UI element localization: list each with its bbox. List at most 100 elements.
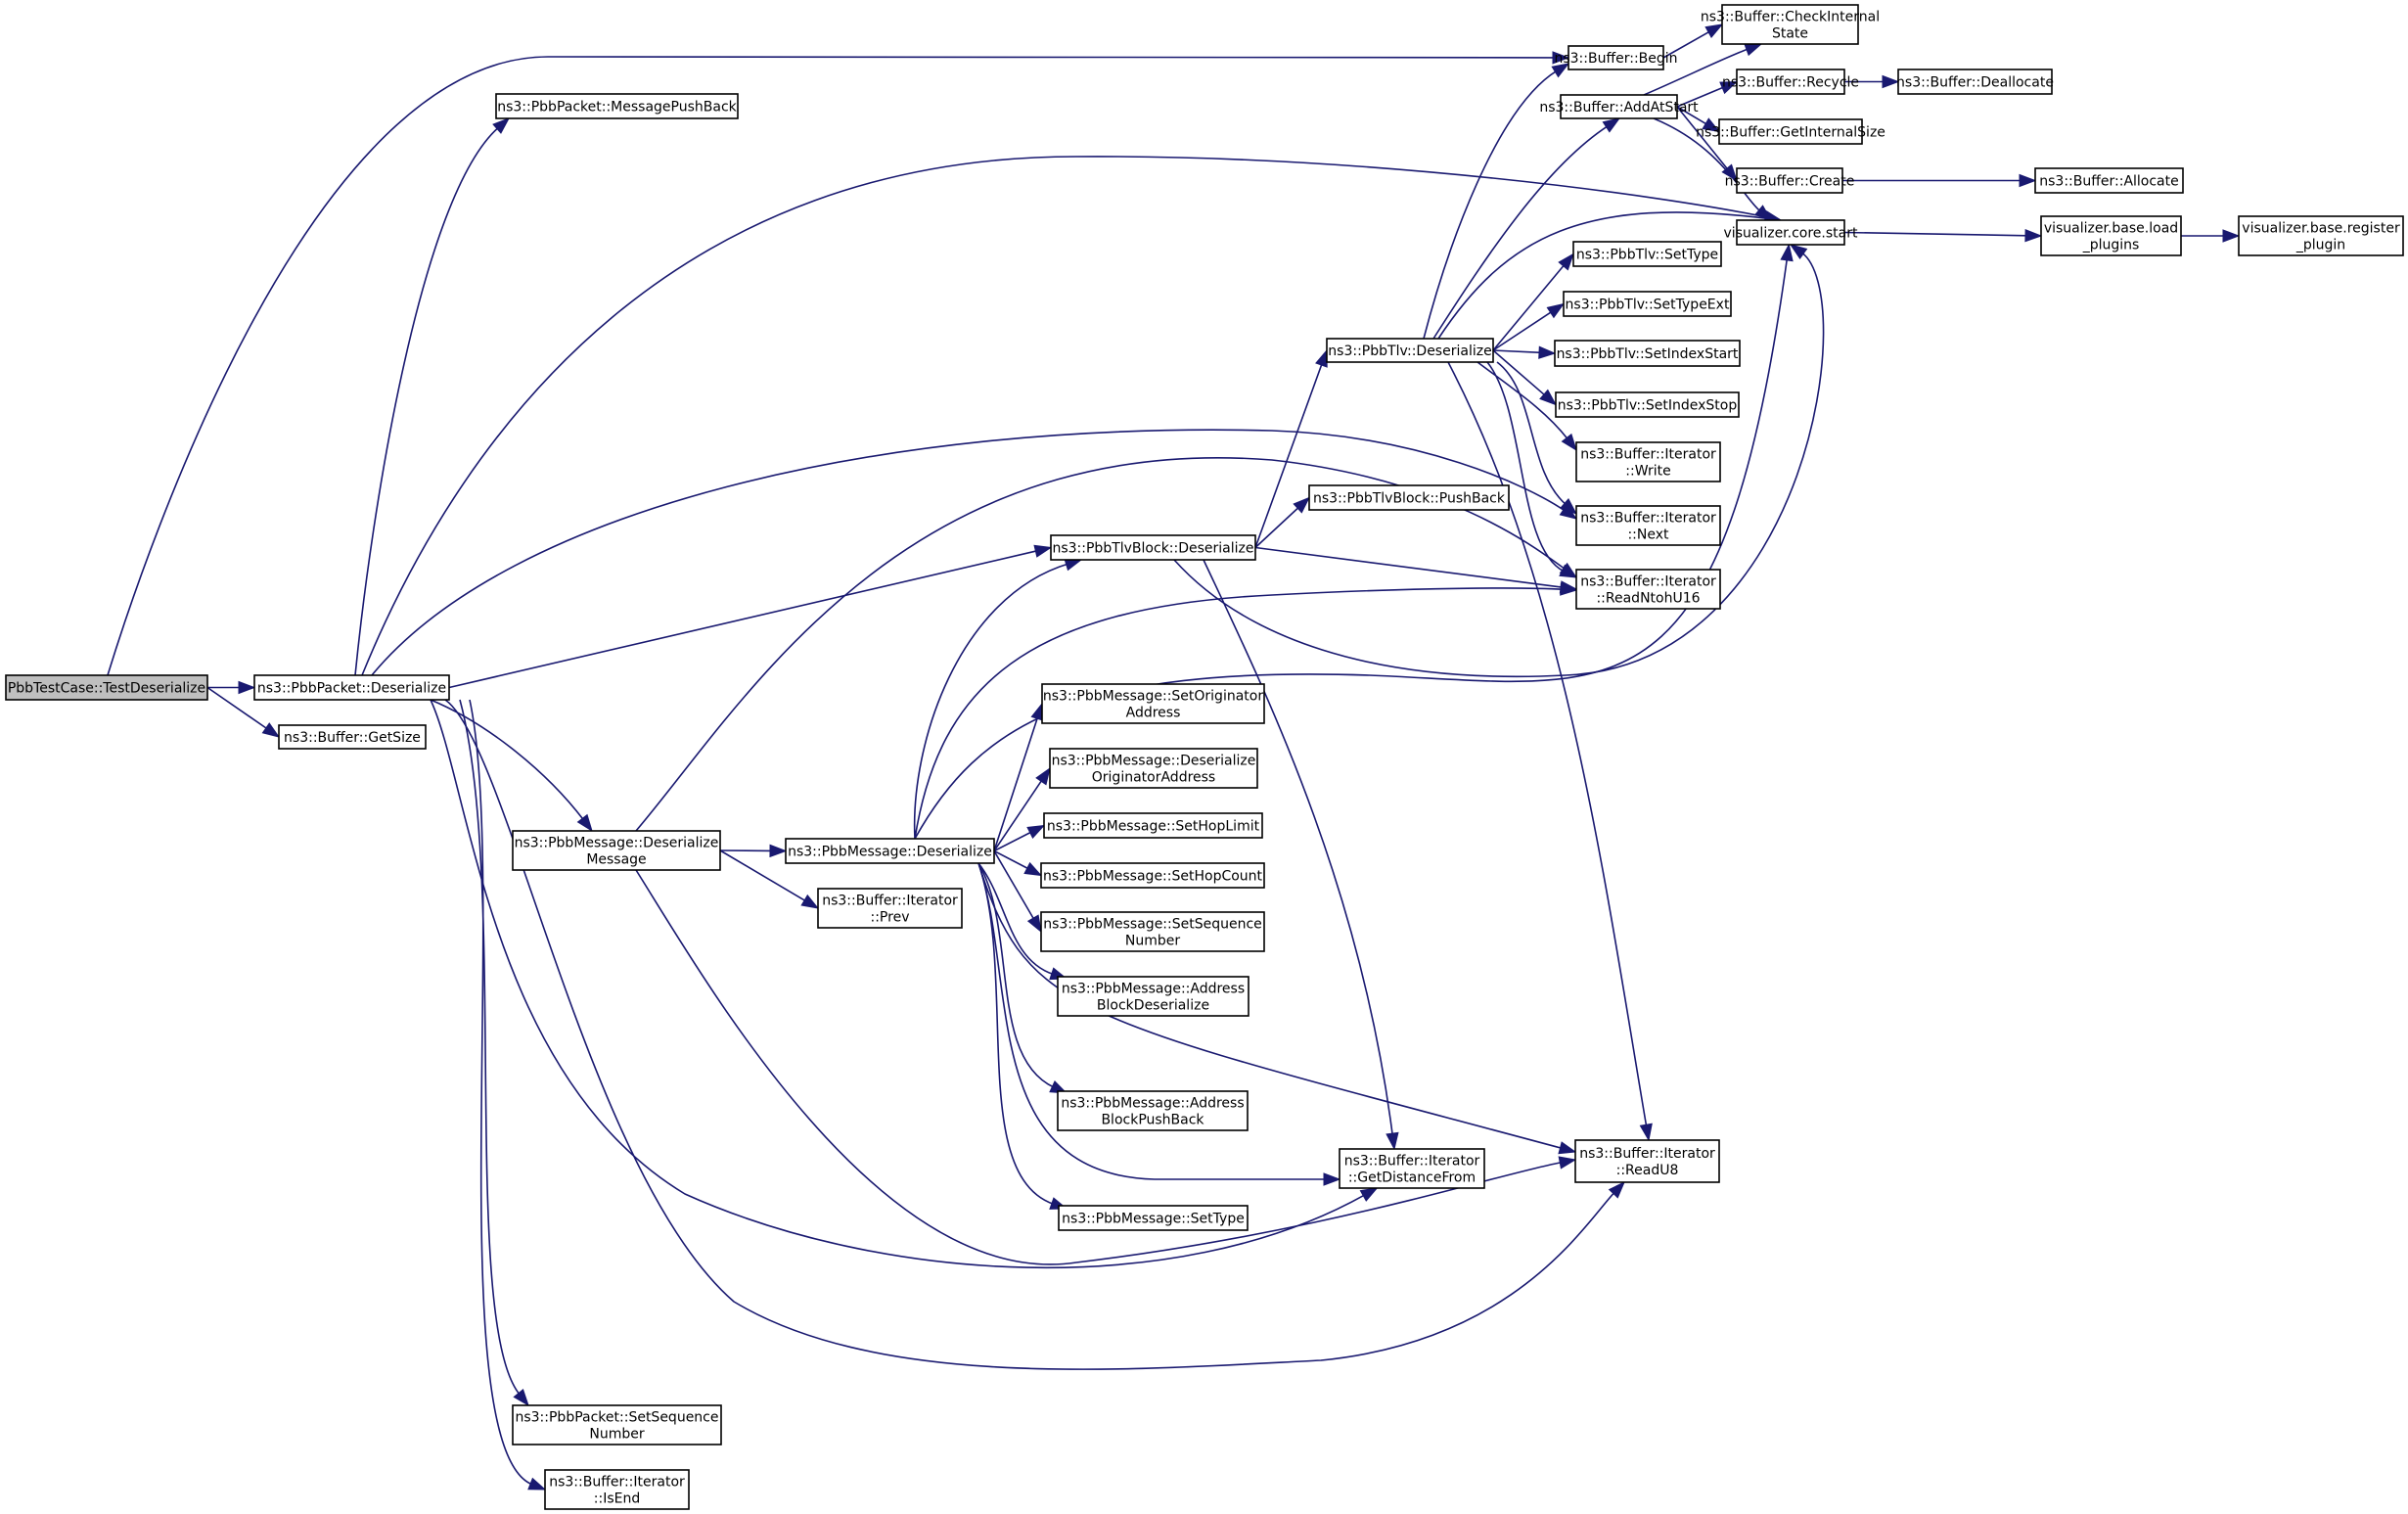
edge-line — [914, 257, 1789, 840]
node-box[interactable] — [1040, 862, 1265, 889]
node-vis_start[interactable]: visualizer.core.start — [1724, 219, 1858, 246]
node-box[interactable] — [1058, 1205, 1249, 1231]
edge-tlv_deser-to-next — [1496, 361, 1578, 515]
node-box[interactable] — [1567, 45, 1664, 70]
edge-deser_msg-to-prev — [719, 849, 820, 909]
node-box[interactable] — [544, 1469, 690, 1510]
node-box[interactable] — [785, 838, 995, 864]
node-sethoplimit[interactable]: ns3::PbbMessage::SetHopLimit — [1043, 812, 1263, 839]
arrowhead-icon — [1293, 496, 1311, 514]
node-box[interactable] — [1897, 69, 2053, 95]
node-box[interactable] — [1041, 683, 1265, 724]
node-box[interactable] — [1736, 167, 1843, 194]
node-box[interactable] — [1049, 748, 1258, 789]
edge-line — [1492, 349, 1546, 396]
node-box[interactable] — [1721, 4, 1859, 45]
node-tlv_settypeext[interactable]: ns3::PbbTlv::SetTypeExt — [1563, 291, 1732, 317]
node-next[interactable]: ns3::Buffer::Iterator::Next — [1575, 505, 1721, 546]
node-getsize[interactable]: ns3::Buffer::GetSize — [278, 724, 427, 750]
node-write[interactable]: ns3::Buffer::Iterator::Write — [1575, 441, 1721, 482]
node-box[interactable] — [1057, 976, 1249, 1017]
node-readu8[interactable]: ns3::Buffer::Iterator::ReadU8 — [1574, 1139, 1720, 1183]
node-box[interactable] — [1560, 94, 1678, 119]
node-box[interactable] — [1057, 1090, 1249, 1131]
node-box[interactable] — [817, 888, 963, 929]
node-box[interactable] — [1326, 338, 1494, 363]
node-load_plugins[interactable]: visualizer.base.load_plugins — [2040, 215, 2182, 256]
arrowhead-icon — [261, 722, 281, 738]
node-tlv_setidxstop[interactable]: ns3::PbbTlv::SetIndexStop — [1555, 391, 1740, 418]
node-box[interactable] — [512, 830, 721, 871]
node-register_plugin[interactable]: visualizer.base.register_plugin — [2238, 215, 2404, 256]
node-msg_settype[interactable]: ns3::PbbMessage::SetType — [1058, 1205, 1249, 1231]
node-box[interactable] — [2040, 215, 2182, 256]
node-box[interactable] — [1575, 441, 1721, 482]
node-create[interactable]: ns3::Buffer::Create — [1725, 167, 1855, 194]
node-box[interactable] — [5, 674, 208, 701]
node-label: ns3::PbbTlv::SetType — [1576, 248, 1718, 263]
edge-line — [1254, 506, 1300, 549]
node-label: ns3::Buffer::Create — [1725, 174, 1855, 190]
node-tlv_setidxstart[interactable]: ns3::PbbTlv::SetIndexStart — [1554, 340, 1741, 367]
node-box[interactable] — [2034, 167, 2184, 194]
node-pkt_deser[interactable]: ns3::PbbPacket::Deserialize — [253, 674, 450, 701]
node-label: ns3::Buffer::Iterator — [1580, 574, 1716, 590]
node-box[interactable] — [1050, 534, 1256, 561]
node-sethopcount[interactable]: ns3::PbbMessage::SetHopCount — [1040, 862, 1265, 889]
node-tlvblock_pushback[interactable]: ns3::PbbTlvBlock::PushBack — [1308, 484, 1510, 511]
node-box[interactable] — [1574, 1139, 1720, 1183]
arrowhead-icon — [576, 813, 593, 833]
node-box[interactable] — [495, 93, 739, 119]
node-isend[interactable]: ns3::Buffer::Iterator::IsEnd — [544, 1469, 690, 1510]
edge-line — [993, 779, 1043, 851]
node-begin[interactable]: ns3::Buffer::Begin — [1554, 45, 1678, 70]
node-box[interactable] — [1555, 391, 1740, 418]
node-readntohu16[interactable]: ns3::Buffer::Iterator::ReadNtohU16 — [1575, 569, 1721, 610]
node-label: ns3::Buffer::AddAtStart — [1539, 100, 1699, 115]
node-box[interactable] — [1736, 69, 1845, 95]
node-box[interactable] — [1736, 219, 1845, 246]
node-box[interactable] — [1043, 812, 1263, 839]
edge-line — [1486, 361, 1565, 573]
node-box[interactable] — [1040, 911, 1265, 952]
edge-line — [448, 549, 1038, 689]
node-box[interactable] — [1308, 484, 1510, 511]
node-getinternalsize[interactable]: ns3::Buffer::GetInternalSize — [1696, 118, 1886, 145]
edge-msg_deser-to-getdist — [977, 862, 1341, 1186]
node-box[interactable] — [278, 724, 427, 750]
node-box[interactable] — [1718, 118, 1863, 145]
node-box[interactable] — [1563, 291, 1732, 317]
node-box[interactable] — [1554, 340, 1741, 367]
node-allocate[interactable]: ns3::Buffer::Allocate — [2034, 167, 2184, 194]
node-msgpushback[interactable]: ns3::PbbPacket::MessagePushBack — [495, 93, 739, 119]
node-deserorig[interactable]: ns3::PbbMessage::DeserializeOriginatorAd… — [1049, 748, 1258, 789]
node-box[interactable] — [512, 1404, 722, 1445]
node-addatstart[interactable]: ns3::Buffer::AddAtStart — [1539, 94, 1699, 119]
node-root[interactable]: PbbTestCase::TestDeserialize — [5, 674, 208, 701]
node-box[interactable] — [2238, 215, 2404, 256]
node-prev[interactable]: ns3::Buffer::Iterator::Prev — [817, 888, 963, 929]
node-tlv_deser[interactable]: ns3::PbbTlv::Deserialize — [1326, 338, 1494, 363]
arrowhead-icon — [1026, 914, 1042, 934]
node-box[interactable] — [1572, 241, 1722, 267]
node-tlv_settype[interactable]: ns3::PbbTlv::SetType — [1572, 241, 1722, 267]
node-box[interactable] — [1339, 1148, 1485, 1189]
node-box[interactable] — [1575, 569, 1721, 610]
node-recycle[interactable]: ns3::Buffer::Recycle — [1722, 69, 1859, 95]
edge-msg_deser-to-sethopcount — [993, 849, 1043, 877]
node-box[interactable] — [253, 674, 450, 701]
edge-tlv_deser-to-write — [1477, 361, 1577, 452]
node-tlvblock_deser[interactable]: ns3::PbbTlvBlock::Deserialize — [1050, 534, 1256, 561]
node-msg_deser[interactable]: ns3::PbbMessage::Deserialize — [785, 838, 995, 864]
arrowhead-icon — [1559, 580, 1578, 594]
node-deallocate[interactable]: ns3::Buffer::Deallocate — [1896, 69, 2054, 95]
node-box[interactable] — [1575, 505, 1721, 546]
node-getdist[interactable]: ns3::Buffer::Iterator::GetDistanceFrom — [1339, 1148, 1485, 1189]
